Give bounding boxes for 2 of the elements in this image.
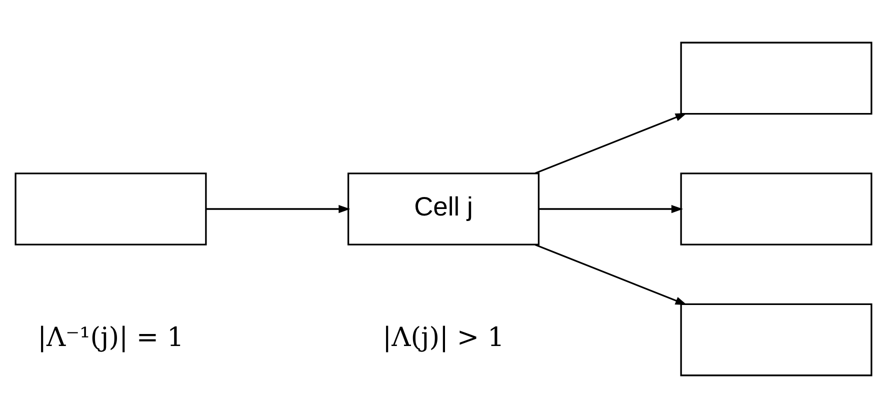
label: |Λ(j)| > 1: [382, 322, 504, 353]
label: |Λ⁻¹(j)| = 1: [38, 322, 184, 353]
